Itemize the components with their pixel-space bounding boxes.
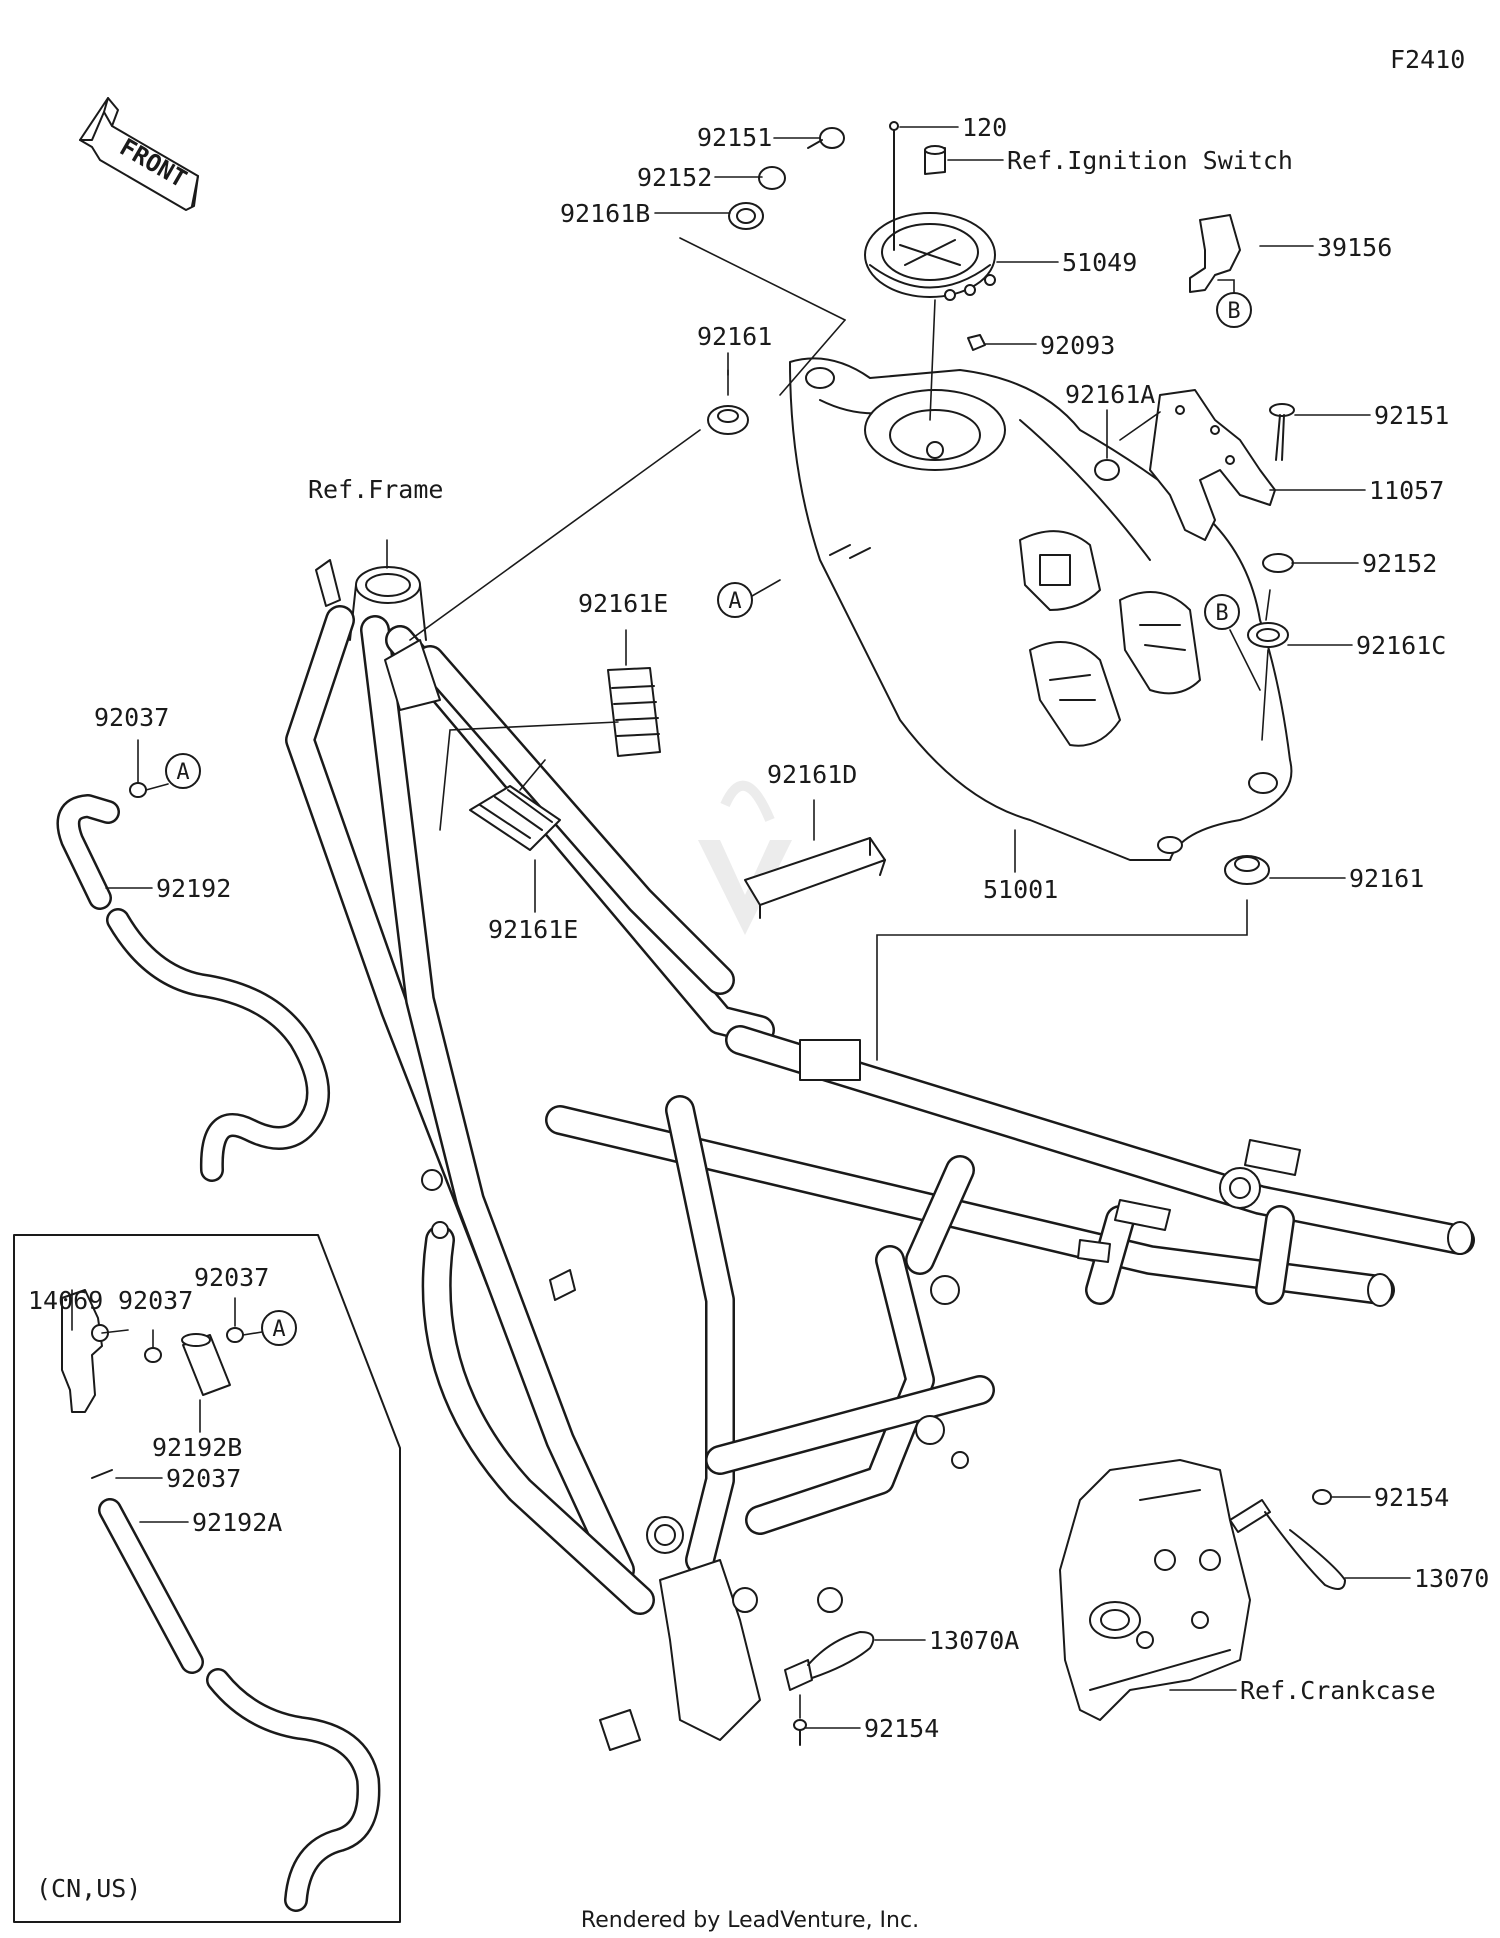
marker-b-tank: B [1204, 594, 1240, 630]
hose-92192 [56, 794, 330, 1182]
rendered-by-footer: Rendered by LeadVenture, Inc. [581, 1908, 919, 1933]
label-51049: 51049 [1062, 248, 1137, 277]
label-92192: 92192 [156, 874, 231, 903]
svg-text:A: A [728, 589, 741, 614]
watermark-logo [698, 780, 792, 935]
leader-lines [71, 126, 1411, 1729]
label-ref-crankcase: Ref.Crankcase [1240, 1676, 1436, 1705]
label-92037-box: 92037 [118, 1286, 193, 1315]
label-13070: 13070 [1414, 1564, 1489, 1593]
label-92161D: 92161D [767, 760, 857, 789]
svg-text:A: A [176, 760, 189, 785]
front-arrow-icon: FRONT [79, 97, 199, 211]
label-92161E-bottom: 92161E [488, 915, 578, 944]
collar-92152-right [1262, 553, 1294, 573]
crankcase-drawing [1059, 1459, 1251, 1721]
fuel-cap-51049 [864, 121, 996, 421]
svg-text:B: B [1227, 299, 1240, 324]
label-92161C: 92161C [1356, 631, 1446, 660]
label-92037-box-low: 92037 [166, 1464, 241, 1493]
label-92152-right: 92152 [1362, 549, 1437, 578]
label-92154-bottom: 92154 [864, 1714, 939, 1743]
bolt-92151-right [1269, 403, 1295, 461]
label-92161B: 92161B [560, 199, 650, 228]
fastener-stack-top [679, 127, 846, 396]
marker-a-left: A [165, 753, 201, 789]
label-92161-left: 92161 [697, 322, 772, 351]
label-92093: 92093 [1040, 331, 1115, 360]
label-39156: 39156 [1317, 233, 1392, 262]
label-13070A: 13070A [929, 1626, 1019, 1655]
label-92192A: 92192A [192, 1508, 282, 1537]
pad-92161E-bottom [469, 759, 561, 851]
label-region-note: (CN,US) [36, 1874, 141, 1903]
label-120: 120 [962, 113, 1007, 142]
strap-13070A [784, 1631, 875, 1746]
callout-labels: 92151 120 92152 Ref.Ignition Switch 9216… [28, 113, 1489, 1903]
grommet-92161C [1247, 589, 1289, 741]
label-92161A: 92161A [1065, 380, 1155, 409]
strap-13070 [1229, 1489, 1346, 1590]
label-92037-left: 92037 [94, 703, 169, 732]
figure-id: F2410 [1390, 45, 1465, 74]
grommet-92161-right [876, 855, 1270, 1061]
label-ref-frame: Ref.Frame [308, 475, 443, 504]
label-92152-top: 92152 [637, 163, 712, 192]
marker-a-box: A [261, 1310, 297, 1346]
label-92161-right: 92161 [1349, 864, 1424, 893]
grommet-92161-left [409, 369, 749, 641]
marker-b-top: B [1216, 279, 1252, 328]
leader-b-tank [1229, 629, 1261, 691]
svg-text:A: A [272, 1317, 285, 1342]
pad-92161E-top [439, 667, 661, 831]
label-ref-ignition-switch: Ref.Ignition Switch [1007, 146, 1293, 175]
marker-a-tank: A [717, 579, 781, 618]
label-92161E-top: 92161E [578, 589, 668, 618]
label-92154-right: 92154 [1374, 1483, 1449, 1512]
cover-39156 [1189, 214, 1241, 293]
label-92037-box-top: 92037 [194, 1263, 269, 1292]
label-11057: 11057 [1369, 476, 1444, 505]
label-92192B: 92192B [152, 1433, 242, 1462]
frame-drawing [285, 559, 1475, 1751]
grommet-92161A [1094, 459, 1120, 481]
label-14069: 14069 [28, 1286, 103, 1315]
label-92151-right: 92151 [1374, 401, 1449, 430]
bracket-11057 [1119, 389, 1276, 541]
nut-92093 [967, 334, 986, 351]
label-92151-top: 92151 [697, 123, 772, 152]
clamp-92037-left [129, 782, 169, 798]
label-51001: 51001 [983, 875, 1058, 904]
svg-text:B: B [1215, 601, 1228, 626]
strip-92161D [744, 837, 886, 919]
region-box [13, 1234, 401, 1923]
fuel-tank-51001 [789, 357, 1293, 861]
